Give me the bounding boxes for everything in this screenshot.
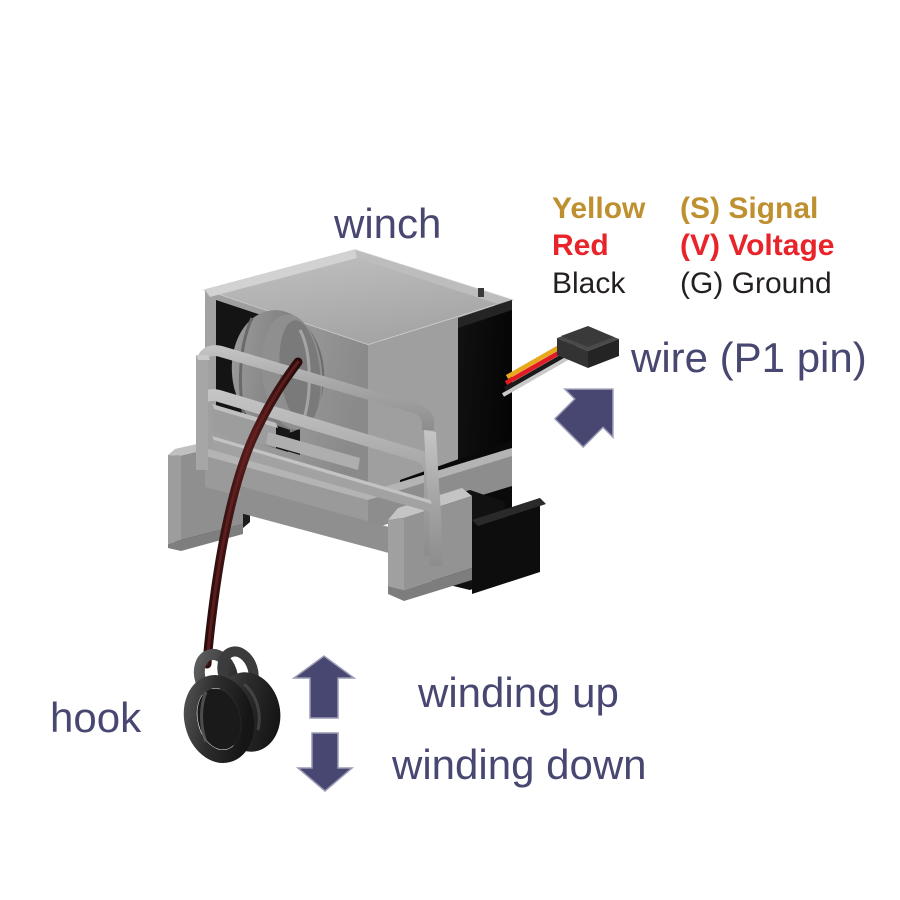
winding-up-label: winding up <box>418 669 619 716</box>
winding-up-arrow <box>291 655 357 719</box>
winch-cord <box>202 357 303 669</box>
winding-down-arrow <box>295 732 355 792</box>
hook-label: hook <box>50 694 142 741</box>
winch-label: winch <box>334 200 442 247</box>
legend-pin-1: (V) Voltage <box>680 229 835 262</box>
legend-wire-color-2: Black <box>552 267 626 300</box>
legend-wire-color-0: Yellow <box>552 192 646 225</box>
wire-label: wire (P1 pin) <box>631 334 867 381</box>
legend-pin-0: (S) Signal <box>680 192 819 225</box>
winding-down-label: winding down <box>392 741 647 788</box>
legend-pin-2: (G) Ground <box>680 267 832 300</box>
winch-bracket-rails <box>196 345 442 566</box>
wire-callout-arrow <box>553 388 614 449</box>
legend-wire-color-1: Red <box>552 229 609 262</box>
p1-connector <box>557 326 619 368</box>
winch-hook <box>183 646 281 763</box>
